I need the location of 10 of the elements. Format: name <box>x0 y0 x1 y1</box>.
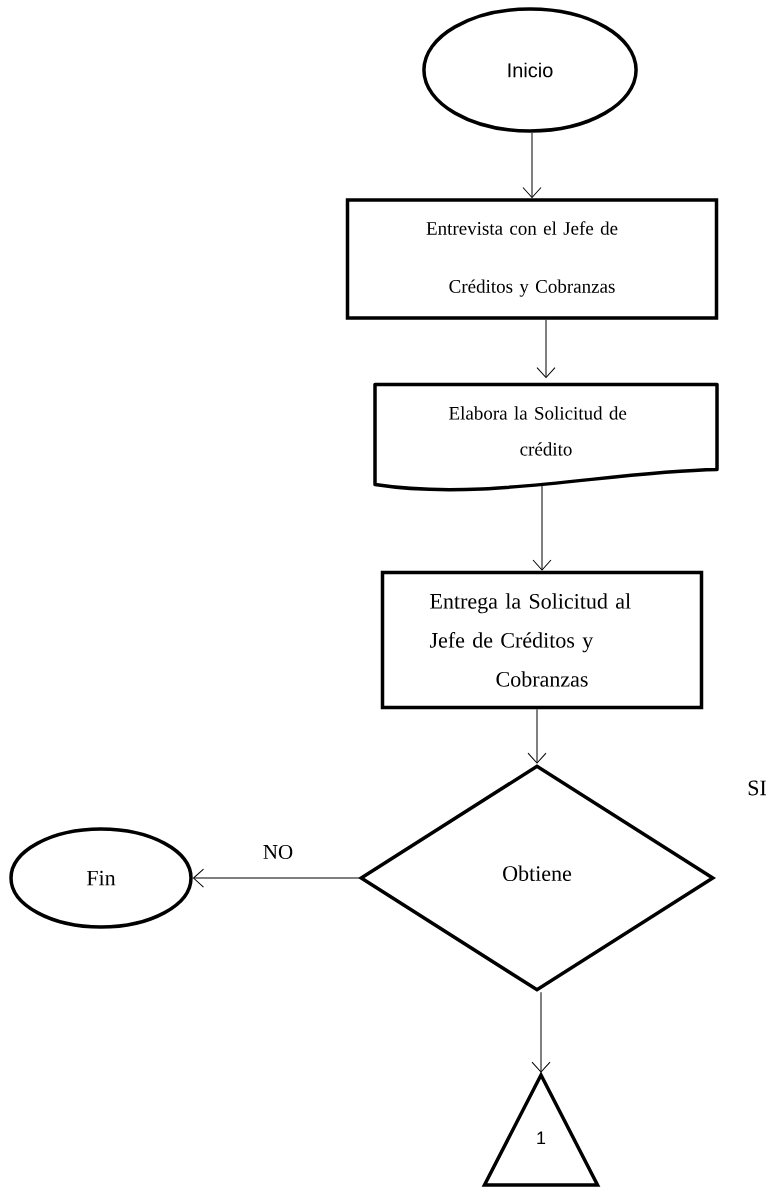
arrow <box>532 483 552 571</box>
process-box: Entrega la Solicitud al Jefe de Créditos y Cobranzas <box>380 570 704 710</box>
arrow <box>527 708 547 764</box>
arrow <box>536 319 556 379</box>
branch-label: SI <box>748 780 766 796</box>
process-box: Entrevista con el Jefe de Créditos y Cobranzas <box>345 198 719 320</box>
edge-label: NO <box>260 842 296 862</box>
arrow <box>193 868 360 888</box>
arrow <box>531 991 551 1073</box>
arrow <box>522 132 542 198</box>
